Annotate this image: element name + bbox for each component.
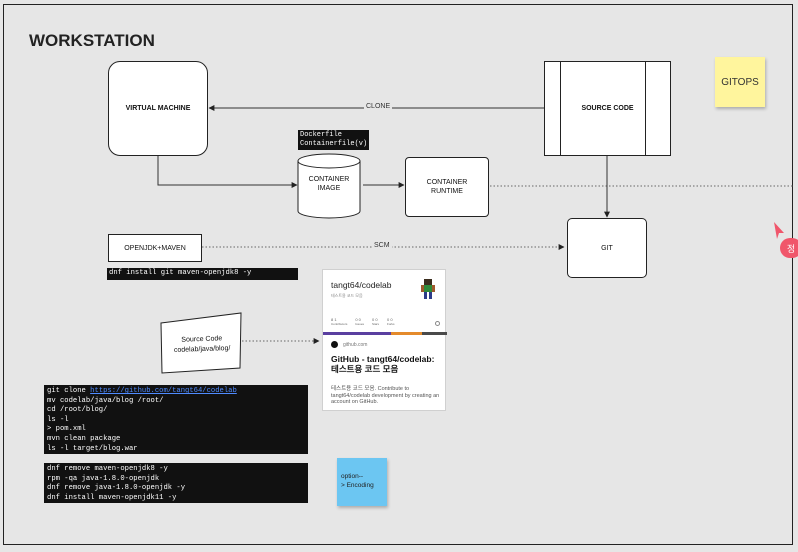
clone-label: CLONE [364, 103, 393, 110]
git-clone-block: git clone https://github.com/tangt64/cod… [44, 385, 308, 454]
source-path-shape [160, 312, 242, 374]
scm-label: SCM [372, 242, 392, 249]
connector-layer [157, 105, 794, 374]
codelab-link[interactable]: https://github.com/tangt64/codelab [90, 387, 237, 395]
git-block-line: mv codelab/java/blog /root/ [47, 396, 164, 405]
source-code-divider-left [560, 61, 561, 156]
git-block-line: ls -l target/blog.war [47, 444, 138, 453]
git-block-line: cd /root/blog/ [47, 406, 108, 415]
source-code-node[interactable]: SOURCE CODE [544, 61, 671, 156]
workstation-board: WORKSTATION VIRTUAL MACHINE SOURCE CODE … [3, 4, 798, 545]
git-node[interactable]: GIT [567, 218, 647, 278]
source-code-divider-right [645, 61, 646, 156]
gitops-sticky-note[interactable]: GITOPS [715, 57, 765, 107]
github-icon [331, 341, 338, 348]
dnf-block-line: dnf install maven-openjdk11 -y [47, 493, 177, 502]
dnf-install-command: dnf install git maven-openjdk8 -y [107, 268, 298, 280]
vm-to-image-arrow [157, 156, 298, 188]
dnf-block-line: dnf remove maven-openjdk8 -y [47, 465, 168, 473]
card-repo-name: tangt64/codelab [331, 280, 392, 290]
collaborator-badge: 정 [780, 238, 798, 258]
git-clone-line: git clone https://github.com/tangt64/cod… [47, 387, 305, 397]
card-domain: github.com [343, 342, 368, 348]
dnf-block-line: rpm -qa java-1.8.0-openjdk [47, 474, 160, 483]
git-block-line: mvn clean package [47, 434, 121, 443]
dnf-block-line: dnf remove java-1.8.0-openjdk -y [47, 484, 186, 493]
board-title: WORKSTATION [29, 31, 155, 50]
dockerfile-line: Dockerfile [300, 131, 343, 139]
container-image-cylinder [297, 153, 361, 219]
git-block-line: > pom.xml [47, 425, 86, 434]
git-block-line: ls -l [47, 415, 69, 424]
virtual-machine-node[interactable]: VIRTUAL MACHINE [108, 61, 208, 156]
option-sticky-note[interactable]: option-- > Encoding [337, 458, 387, 506]
source-path-label[interactable]: Source Code codelab/java/blog/ [173, 335, 231, 354]
card-description: 테스트용 코드 모음. Contribute to tangt64/codela… [331, 386, 440, 405]
container-runtime-node[interactable]: CONTAINER RUNTIME [405, 157, 489, 217]
git-clone-cmd: git clone [47, 387, 91, 395]
openjdk-maven-node[interactable]: OPENJDK+MAVEN [108, 234, 202, 262]
card-ring-icon [435, 321, 440, 326]
container-image-label[interactable]: CONTAINER IMAGE [308, 176, 350, 192]
containerfile-line: Containerfile(v) [300, 140, 368, 148]
card-title: GitHub - tangt64/codelab: 테스트용 코드 모음 [331, 354, 435, 374]
card-repo-subtitle: 테스트용 코드 모음 [331, 293, 363, 298]
owner-avatar-icon [421, 279, 435, 299]
card-language-bar [323, 332, 447, 335]
